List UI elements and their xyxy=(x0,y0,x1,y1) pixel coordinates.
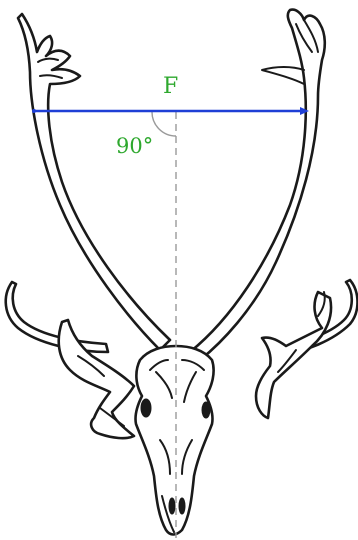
right-nostril xyxy=(179,498,185,514)
left-nostril xyxy=(169,498,175,514)
right-antler-tine xyxy=(262,67,304,84)
measure-label-f: F xyxy=(163,76,178,98)
measure-endpoint-left xyxy=(32,109,36,113)
angle-label: 90° xyxy=(116,136,153,157)
right-brow-tine xyxy=(256,292,331,418)
left-antler-beam xyxy=(18,14,170,350)
right-eye-socket xyxy=(202,402,210,418)
right-antler-beam xyxy=(190,10,325,360)
right-angle-arc xyxy=(152,112,176,136)
left-brow-tine xyxy=(59,320,134,438)
left-bez-tine xyxy=(6,282,108,352)
left-eye-socket xyxy=(141,399,151,417)
